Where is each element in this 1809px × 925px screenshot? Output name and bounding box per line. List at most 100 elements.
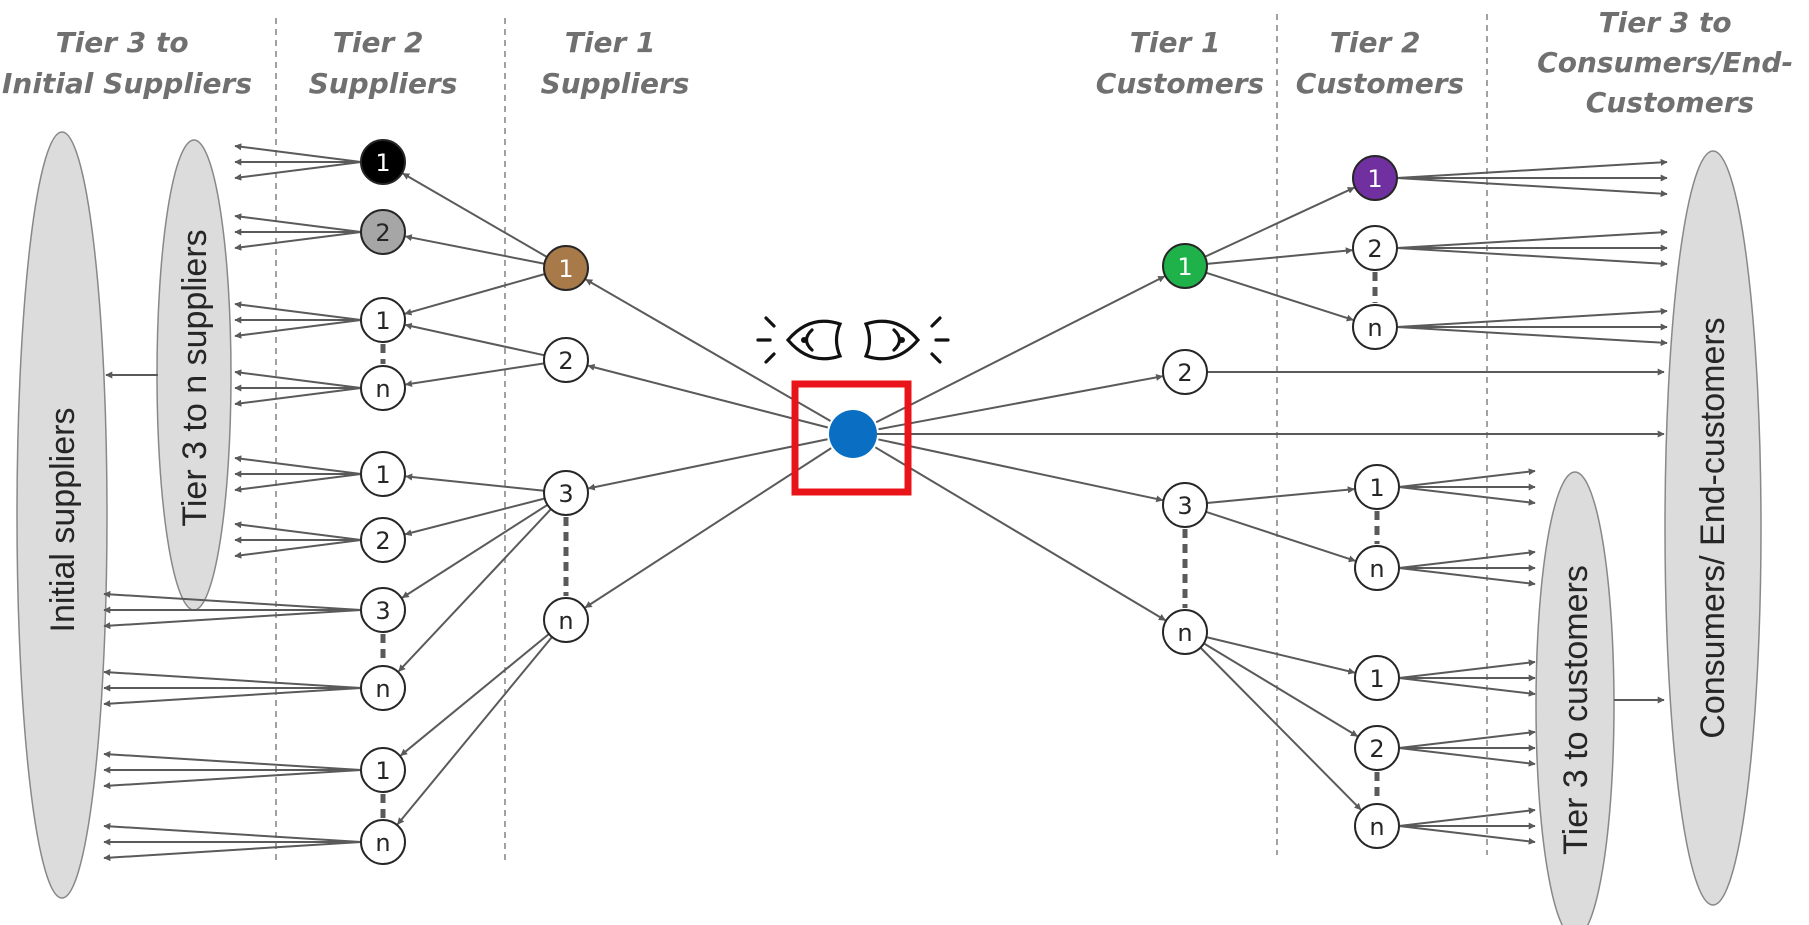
node-circle	[1354, 545, 1400, 591]
node-circle	[543, 597, 589, 643]
group-arrow	[1398, 729, 1536, 749]
tier3-to-n-suppliers-group: Tier 3 to n suppliers	[156, 139, 232, 611]
initial-suppliers-group: Initial suppliers	[16, 131, 108, 899]
header-line: Suppliers	[541, 67, 690, 100]
node-label: 2	[375, 219, 390, 247]
node-label: 2	[375, 527, 390, 555]
tier2-customer-1-purple: 1	[1352, 155, 1398, 201]
node-label: n	[1369, 555, 1384, 583]
tier2-supplier-c3: 3	[360, 587, 406, 633]
group-arrow	[1398, 807, 1536, 827]
tier2-customer-b1: 1	[1354, 464, 1400, 510]
group-arrow	[234, 319, 362, 339]
node-circle	[1352, 225, 1398, 271]
node-chains	[380, 272, 1380, 818]
node-circle	[1352, 155, 1398, 201]
group-arrow	[234, 521, 362, 541]
tier2-customer-a2: 2	[1352, 225, 1398, 271]
group-arrow	[103, 687, 362, 708]
node-label: 2	[1367, 235, 1382, 263]
header-line: Tier 2	[1330, 26, 1421, 59]
tier1-supplier-n: n	[543, 597, 589, 643]
relationship-arrow	[1199, 646, 1362, 811]
tier2-customer-an: n	[1352, 304, 1398, 350]
consumers-end-customers-group: Consumers/ End-customers	[1664, 150, 1762, 906]
node-label: 1	[1367, 165, 1382, 193]
tier2-customer-c1: 1	[1354, 655, 1400, 701]
relationship-arrow	[404, 273, 546, 316]
node-label: 3	[1177, 492, 1192, 520]
group-arrow	[1398, 747, 1536, 767]
header-tier1-customers: Tier 1 Customers	[1096, 26, 1264, 100]
node-circle	[543, 470, 589, 516]
focal-company	[791, 380, 912, 496]
node-circle	[360, 365, 406, 411]
node-label: 1	[375, 149, 390, 177]
group-arrow	[1396, 307, 1668, 328]
relationship-arrow	[404, 322, 545, 357]
tier1-customer-2: 2	[1162, 349, 1208, 395]
relationship-arrow	[401, 504, 549, 599]
focal-company-highlight-box	[791, 380, 912, 496]
tier1-supplier-2: 2	[543, 337, 589, 383]
tier1-supplier-1-brown: 1	[543, 245, 589, 291]
relationship-arrow	[584, 447, 832, 609]
eye-looking-left-icon	[756, 316, 843, 364]
header-line: Tier 1	[565, 26, 656, 59]
relationship-arrow	[1203, 642, 1358, 737]
group-arrow	[1398, 567, 1536, 587]
node-label: n	[1177, 619, 1192, 647]
relationship-arrow	[1204, 186, 1355, 258]
relationship-arrow	[400, 633, 550, 757]
initial-suppliers-ellipse	[16, 131, 108, 899]
group-arrow	[234, 143, 362, 163]
group-arrow	[234, 539, 362, 559]
group-arrow	[234, 387, 362, 407]
group-arrow	[234, 213, 362, 233]
node-label: n	[375, 375, 390, 403]
group-arrow	[103, 609, 362, 630]
relationship-arrow	[587, 438, 828, 491]
relationship-arrow	[878, 373, 1164, 431]
relationship-arrow	[585, 278, 831, 422]
group-arrow	[1398, 677, 1536, 697]
node-circle	[360, 209, 406, 255]
node-label: n	[558, 607, 573, 635]
relationship-arrow	[1206, 247, 1353, 265]
tier1-customer-3: 3	[1162, 482, 1208, 528]
relationship-arrow	[878, 438, 1164, 503]
node-circle	[543, 337, 589, 383]
relationship-arrow	[1205, 271, 1354, 322]
node-circle	[1352, 304, 1398, 350]
relationship-arrow	[587, 363, 829, 429]
relationship-arrow	[405, 473, 545, 492]
group-arrow	[1398, 549, 1536, 569]
node-circle	[1354, 655, 1400, 701]
node-circle	[1162, 609, 1208, 655]
node-circle	[543, 245, 589, 291]
node-circle	[360, 587, 406, 633]
eye-looking-right-icon	[863, 316, 950, 364]
header-line: Customers	[1296, 67, 1464, 100]
header-tier3-consumers: Tier 3 to Consumers/End- Customers	[1537, 6, 1803, 119]
relationship-arrow	[404, 234, 545, 265]
node-circle	[1162, 482, 1208, 528]
tier1-customer-1-green: 1	[1162, 243, 1208, 289]
node-label: 2	[1369, 735, 1384, 763]
focal-company-node	[829, 410, 877, 458]
node-circle	[360, 747, 406, 793]
node-circle	[360, 139, 406, 185]
tier2-supplier-c2: 2	[360, 517, 406, 563]
group-arrow	[1398, 486, 1536, 506]
tier2-supplier-d1: 1	[360, 747, 406, 793]
node-circle	[1354, 464, 1400, 510]
node-label: n	[375, 829, 390, 857]
header-tier1-suppliers: Tier 1 Suppliers	[541, 26, 690, 100]
node-circle	[1162, 349, 1208, 395]
relationship-arrow	[875, 275, 1166, 424]
node-circle	[360, 297, 406, 343]
group-arrow	[103, 590, 362, 611]
consumers-end-customers-label: Consumers/ End-customers	[1694, 317, 1732, 738]
node-label: 2	[558, 347, 573, 375]
